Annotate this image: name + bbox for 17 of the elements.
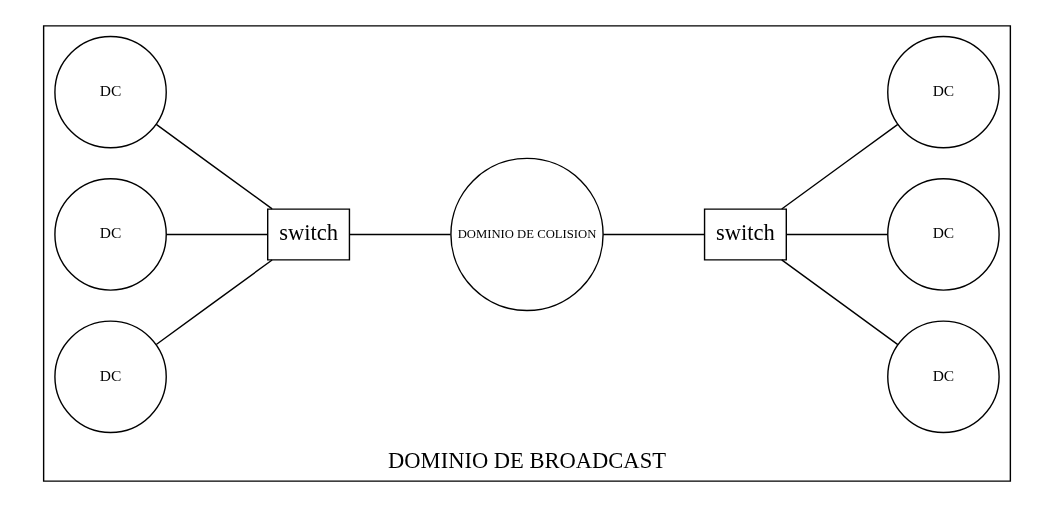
node-circle: DOMINIO DE COLISION (449, 157, 604, 311)
node-circle: DC (53, 177, 167, 291)
connector (155, 258, 273, 345)
node-circle: DC (886, 177, 1000, 291)
node-circle: DC (886, 35, 1000, 148)
connector (780, 123, 899, 210)
connector (785, 233, 888, 235)
connector (348, 233, 451, 235)
connector (602, 233, 705, 235)
node-box: switch (266, 207, 350, 261)
node-circle: DC (53, 319, 167, 433)
node-box: switch (703, 207, 787, 261)
connector (165, 233, 268, 235)
connector (155, 123, 273, 210)
node-circle: DC (53, 35, 167, 148)
node-circle: DC (886, 319, 1000, 433)
connector (780, 258, 899, 345)
